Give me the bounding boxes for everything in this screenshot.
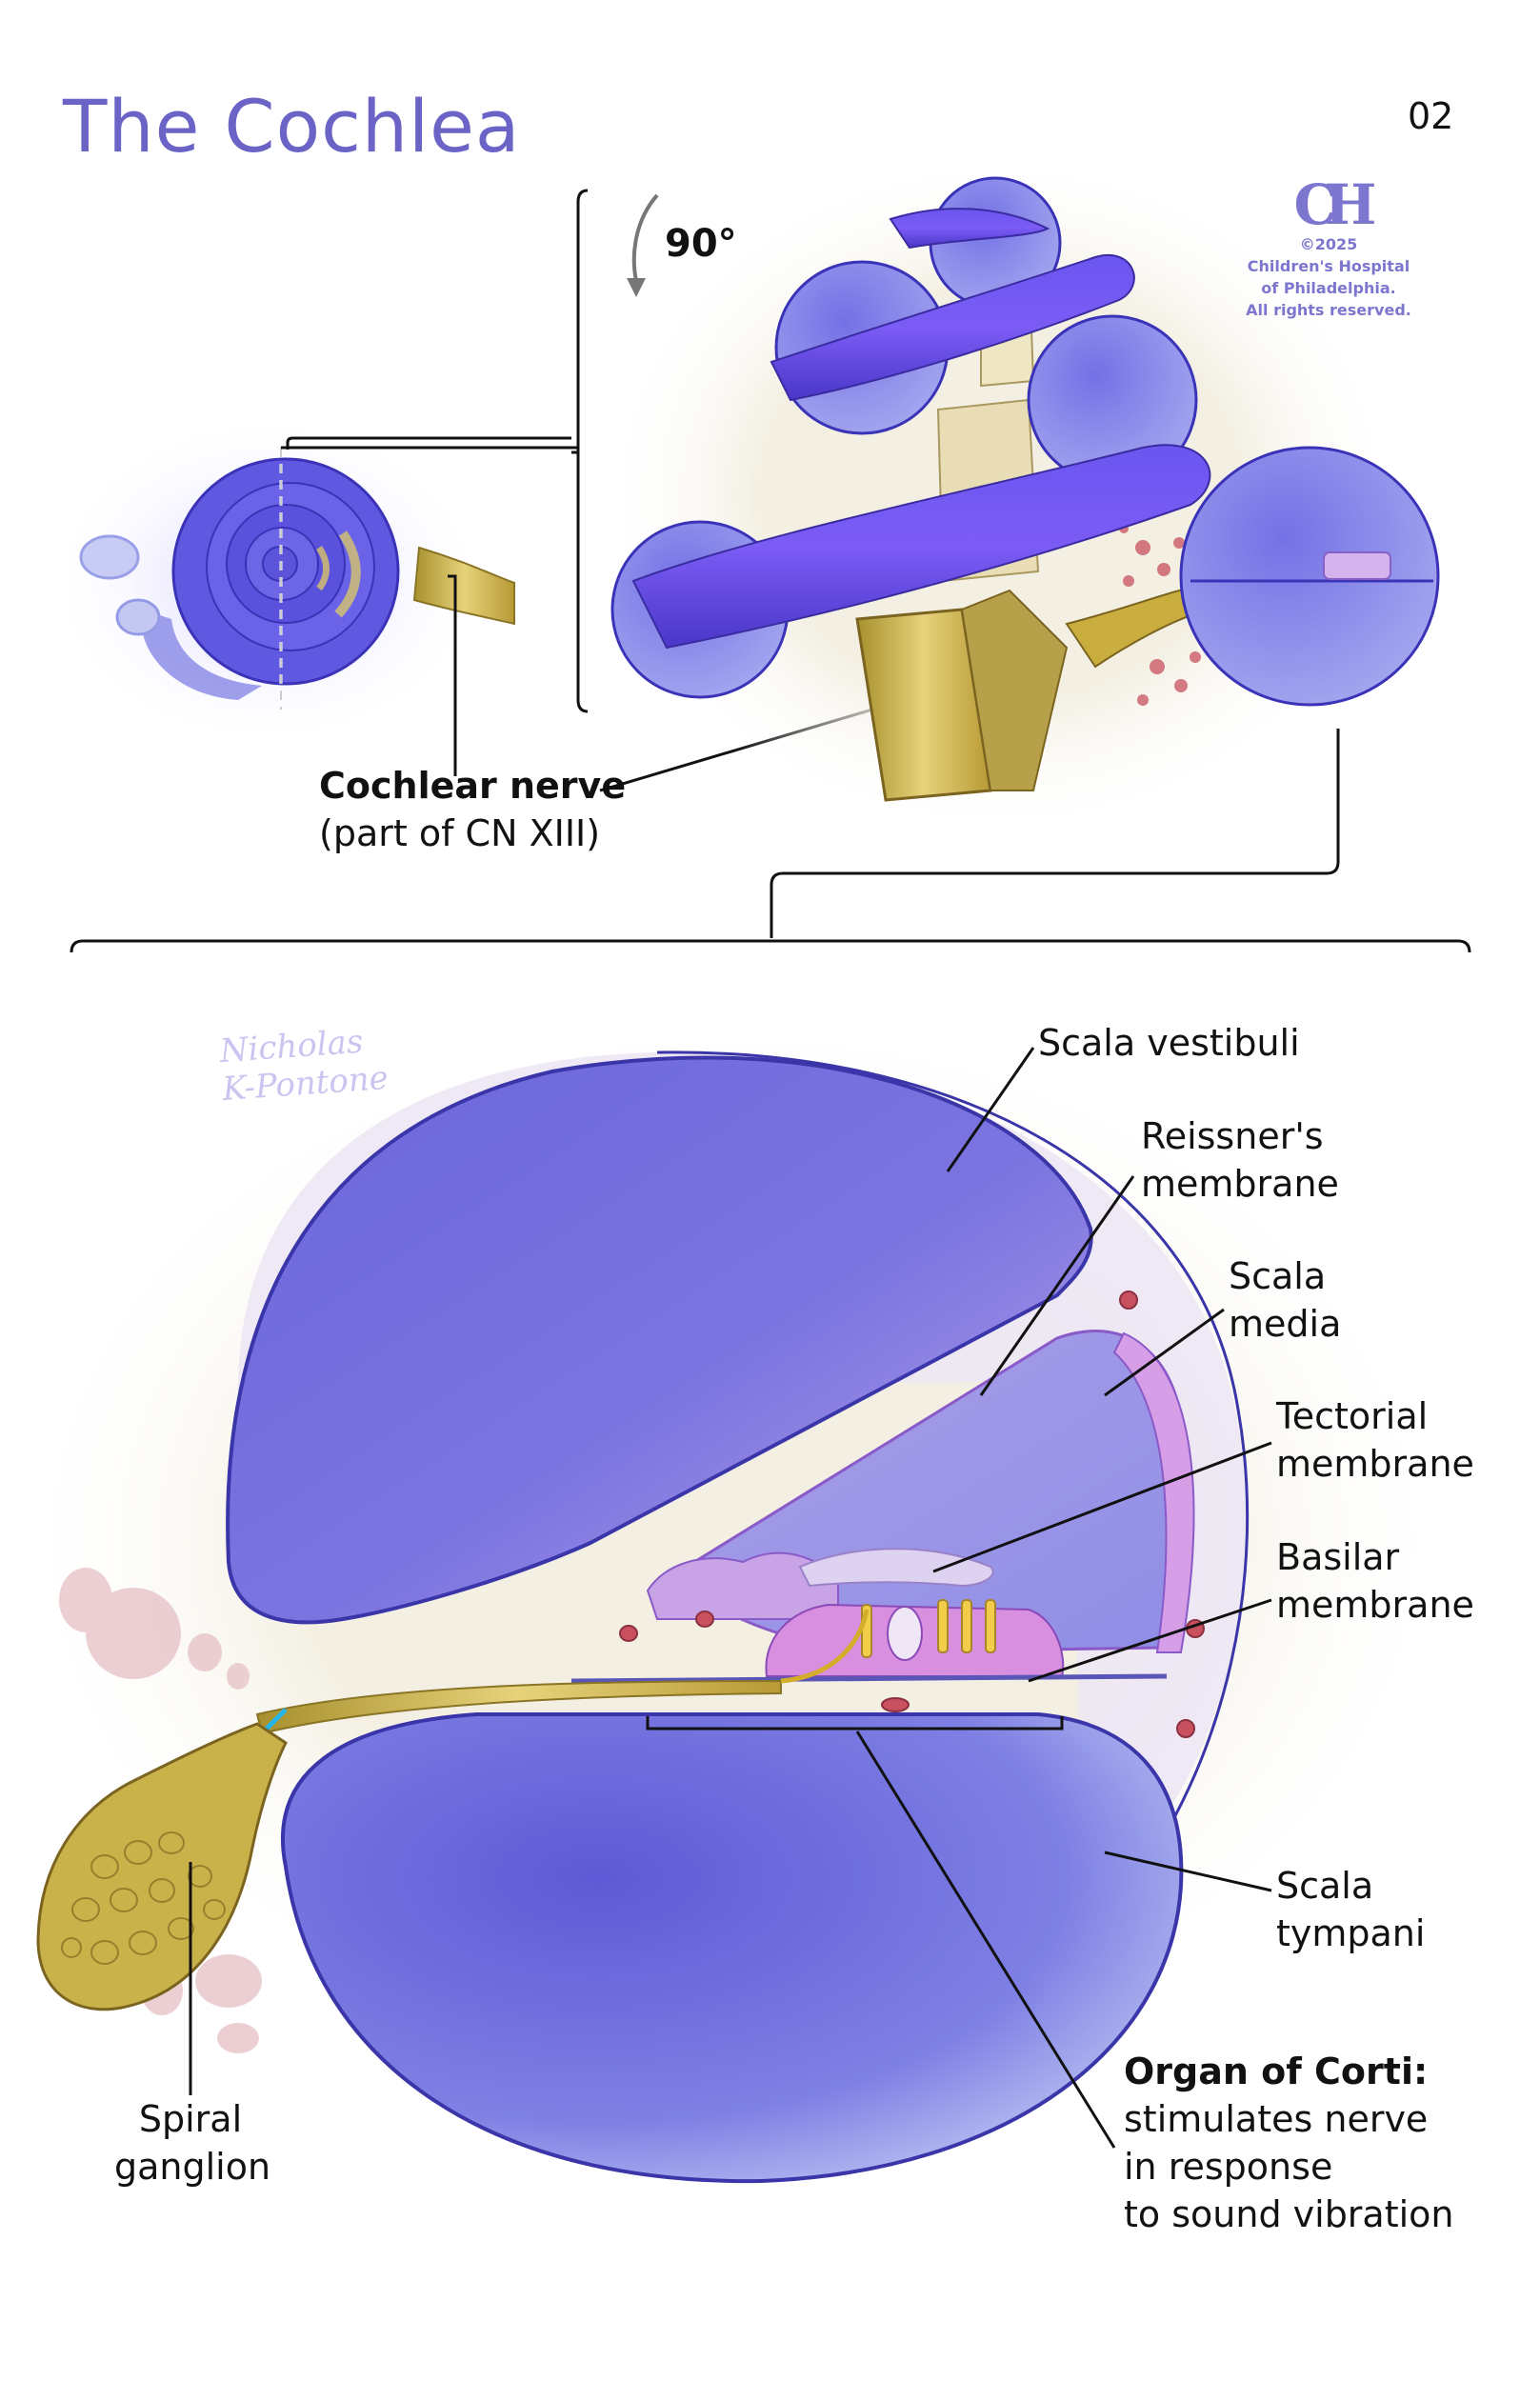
chop-logo-icon: CH [1293, 172, 1377, 237]
organ-of-corti-title: Organ of Corti: [1124, 2051, 1429, 2092]
artist-signature: Nicholas K-Pontone [218, 1021, 390, 1109]
label-tectorial-membrane: Tectorial membrane [1276, 1392, 1474, 1488]
tectorial-membrane [798, 1548, 994, 1588]
scala-media-line1: Scala [1229, 1255, 1327, 1297]
copyright-notice: CH ©2025 Children's Hospital of Philadel… [1229, 176, 1429, 321]
page-number: 02 [1408, 95, 1454, 137]
spiral-ganglion-line1: Spiral [138, 2098, 243, 2140]
label-cochlear-nerve: Cochlear nerve (part of CN XIII) [319, 762, 626, 857]
scala-tympani-chamber [280, 1712, 1184, 2184]
nerve-fibers [255, 1679, 782, 1735]
tectorial-line2: membrane [1276, 1443, 1474, 1485]
basilar-line2: membrane [1276, 1584, 1474, 1626]
cochlea-cross-section-3d [600, 152, 1440, 838]
cochlear-duct-cross-section [10, 1010, 1457, 2184]
organ-of-corti-line3: to sound vibration [1124, 2193, 1454, 2235]
page-title: The Cochlea [63, 84, 521, 169]
basilar-line1: Basilar [1276, 1536, 1400, 1578]
spiral-ganglion-mass [36, 1722, 288, 2011]
copyright-rights: All rights reserved. [1246, 301, 1411, 319]
spiral-ganglion-line2: ganglion [114, 2146, 271, 2188]
leader-lines [189, 1047, 1272, 2149]
reissners-line1: Reissner's [1141, 1115, 1324, 1157]
label-basilar-membrane: Basilar membrane [1276, 1533, 1474, 1629]
organ-of-corti-line2: in response [1124, 2146, 1333, 2188]
spiral-cochlea-small [48, 414, 515, 748]
scala-tympani-line1: Scala [1276, 1865, 1374, 1907]
scala-vestibuli-chamber [226, 1055, 1093, 1625]
label-spiral-ganglion: Spiral ganglion [114, 2095, 271, 2191]
copyright-org-line1: Children's Hospital [1247, 257, 1410, 275]
organ-of-corti-line1: stimulates nerve [1124, 2098, 1429, 2140]
tectorial-line1: Tectorial [1276, 1395, 1429, 1437]
label-scala-tympani: Scala tympani [1276, 1862, 1425, 1957]
copyright-org-line2: of Philadelphia. [1261, 279, 1396, 297]
cochlear-nerve-title: Cochlear nerve [319, 765, 627, 807]
scala-tympani-line2: tympani [1276, 1912, 1426, 1954]
cochlear-nerve-sub: (part of CN XIII) [319, 812, 601, 854]
rotation-arrow-icon [627, 193, 659, 297]
rotation-angle-label: 90° [665, 222, 737, 266]
label-reissners-membrane: Reissner's membrane [1141, 1112, 1339, 1208]
copyright-year: ©2025 [1299, 235, 1358, 253]
bone-fragments [59, 1568, 262, 2053]
scala-media-line2: media [1229, 1303, 1342, 1345]
label-scala-vestibuli: Scala vestibuli [1038, 1022, 1300, 1064]
connector-lines-top [70, 189, 1471, 953]
label-organ-of-corti: Organ of Corti: stimulates nerve in resp… [1124, 2048, 1454, 2238]
label-scala-media: Scala media [1229, 1252, 1341, 1348]
reissners-line2: membrane [1141, 1163, 1339, 1205]
